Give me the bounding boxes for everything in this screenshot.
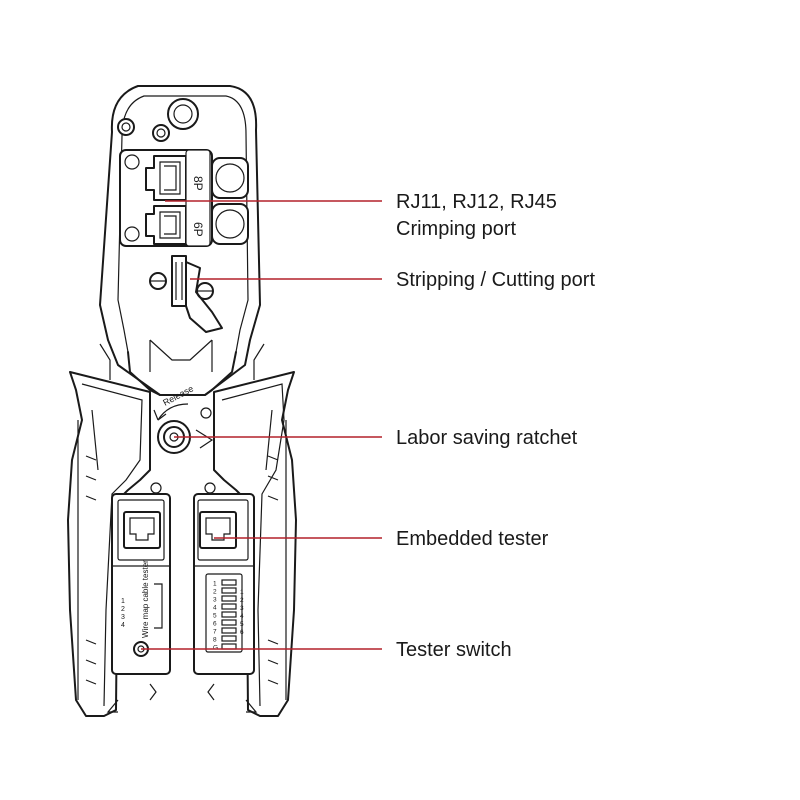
die-label-8p: 8P (191, 176, 205, 191)
callout-crimping-port-line1: RJ11, RJ12, RJ45 (396, 191, 557, 213)
tester-caption: Wire map cable tester (141, 560, 150, 638)
head-hole (152, 124, 170, 142)
pin-number: 7 (213, 629, 217, 636)
callout-labor-saving-ratchet: Labor saving ratchet (396, 427, 578, 449)
callout-crimping-port: RJ11, RJ12, RJ45 Crimping port (396, 191, 562, 240)
left-pin-3: 3 (121, 614, 125, 621)
led-indicator (221, 579, 237, 586)
led-indicator (221, 635, 237, 642)
pin-number: 5 (213, 613, 217, 620)
stripping-cutting-blade (149, 255, 223, 333)
head-hole (117, 118, 135, 136)
pin-number: G (213, 645, 218, 652)
pin-number: 8 (213, 637, 217, 644)
left-pin-2: 2 (121, 606, 125, 613)
led-indicator (221, 587, 237, 594)
switch-number: 1 (240, 589, 244, 596)
leader-lines (141, 200, 382, 650)
pin-number: 3 (213, 597, 217, 604)
led-indicator (221, 595, 237, 602)
head-hole (167, 98, 199, 130)
crimping-tool-illustration: 8P 6P Release (67, 85, 297, 717)
switch-number: 6 (240, 629, 244, 636)
left-pin-4: 4 (121, 622, 125, 629)
left-handle (67, 343, 151, 717)
led-indicator (221, 611, 237, 618)
callout-embedded-tester: Embedded tester (396, 528, 549, 550)
switch-number: 4 (240, 613, 244, 620)
remote-tester-unit: Wire map cable tester 1 2 3 4 (111, 482, 171, 701)
callout-tester-switch: Tester switch (396, 639, 512, 661)
callout-labels: RJ11, RJ12, RJ45 Crimping port Stripping… (396, 191, 595, 661)
pin-number: 2 (213, 589, 217, 596)
pin-number: 1 (213, 581, 217, 588)
crimping-dies: 8P 6P (119, 149, 213, 247)
pin-number: 4 (213, 605, 217, 612)
switch-number: 3 (240, 605, 244, 612)
led-indicator (221, 603, 237, 610)
led-indicator (221, 627, 237, 634)
left-pin-1: 1 (121, 598, 125, 605)
rj45-jack-main (199, 511, 237, 549)
callout-crimping-port-line2: Crimping port (396, 218, 516, 240)
rj45-jack-remote (123, 511, 161, 549)
led-indicator-column (221, 579, 237, 650)
die-label-6p: 6P (191, 222, 205, 237)
tool-head-inner (121, 95, 249, 353)
switch-number: 2 (240, 597, 244, 604)
callout-stripping-cutting-port: Stripping / Cutting port (396, 269, 595, 291)
pin-number: 6 (213, 621, 217, 628)
led-indicator (221, 619, 237, 626)
switch-number: 5 (240, 621, 244, 628)
